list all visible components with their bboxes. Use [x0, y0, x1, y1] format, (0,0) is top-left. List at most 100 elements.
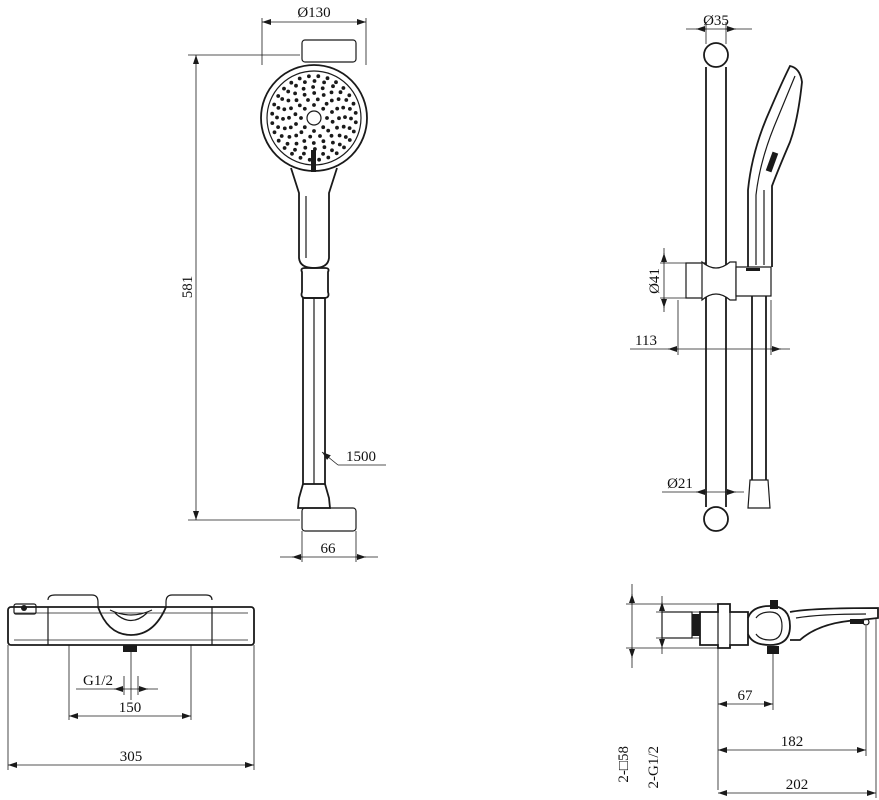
nozzle-dot — [306, 98, 310, 102]
nozzle-dot — [330, 148, 334, 153]
nozzle-dot — [321, 125, 326, 130]
nozzle-dot — [330, 110, 334, 114]
nozzle-dot — [276, 138, 281, 143]
nozzle-dot — [272, 102, 277, 107]
nozzle-dot — [315, 97, 320, 102]
mixer-front-view: G1/2 150 305 — [7, 594, 255, 770]
nozzle-dot — [312, 103, 316, 107]
nozzle-dot — [347, 93, 352, 98]
wall-fitting — [661, 611, 693, 639]
dim-mixer-width: 305 — [120, 749, 143, 765]
nozzle-dot — [343, 135, 348, 139]
nozzle-dot — [325, 116, 329, 120]
nozzle-dot — [312, 79, 317, 83]
nozzle-dot — [329, 133, 334, 138]
nozzle-dot — [337, 142, 342, 147]
rail-top-cap — [703, 42, 729, 68]
rail-bottom-cap — [703, 506, 729, 532]
nozzle-dot — [294, 122, 298, 126]
nozzle-dot — [317, 157, 321, 162]
nozzle-dot — [341, 86, 346, 90]
nozzle-dot — [320, 86, 325, 91]
nozzle-dot — [282, 146, 287, 150]
nozzle-dot — [351, 101, 356, 106]
nozzle-dot — [326, 128, 331, 133]
nozzle-dot — [312, 91, 317, 95]
nozzle-dot — [316, 74, 321, 79]
nozzle-dot — [337, 133, 342, 138]
nozzle-dot — [297, 103, 302, 108]
nozzle-dot — [302, 106, 307, 111]
nozzle-dot — [294, 98, 299, 103]
nozzle-dot — [293, 91, 297, 96]
nozzle-dot — [286, 89, 291, 94]
nozzle-dot — [286, 98, 291, 103]
dim-bracket-width: 66 — [321, 541, 337, 557]
nozzle-dot — [307, 74, 311, 79]
nozzle-dot — [335, 125, 339, 130]
side-slider — [685, 262, 707, 299]
nozzle-dot — [351, 129, 356, 134]
nozzle-dot — [307, 157, 312, 162]
nozzle-dot — [326, 155, 331, 160]
nozzle-dot — [303, 80, 307, 84]
nozzle-dot — [334, 151, 339, 156]
nozzle-dot — [301, 86, 306, 91]
nozzle-dot — [289, 80, 294, 85]
nozzle-dot — [338, 90, 343, 95]
nozzle-dot — [299, 116, 303, 120]
nozzle-dot — [347, 126, 352, 130]
nozzle-dot — [321, 139, 326, 144]
nozzle-dot — [322, 145, 327, 150]
nozzle-dot — [311, 85, 315, 89]
dim-overall-height: 581 — [180, 276, 196, 299]
nozzle-dot — [282, 126, 287, 131]
nozzle-dot — [279, 134, 284, 138]
nozzle-dot — [276, 125, 280, 129]
nozzle-dot — [294, 133, 299, 138]
dim-spout-reach: 182 — [781, 734, 804, 750]
dim-total-depth: 202 — [786, 777, 809, 793]
nozzle-dot — [297, 76, 302, 81]
nozzle-dot — [318, 134, 322, 138]
nozzle-dot — [329, 98, 334, 103]
nozzle-dot — [321, 93, 326, 97]
nozzle-dot — [289, 106, 293, 111]
nozzle-dot — [330, 119, 335, 124]
mixer-side-view: 2-□58 2-G1/2 67 182 202 — [616, 584, 879, 798]
nozzle-dot — [308, 134, 313, 139]
nozzle-dot — [285, 141, 290, 146]
shower-head — [260, 64, 368, 172]
dim-head-diameter: Ø130 — [297, 5, 330, 21]
nozzle-dot — [348, 107, 352, 111]
nozzle-dot — [313, 147, 317, 151]
nozzle-dot — [321, 106, 326, 111]
dim-rail-diameter: Ø35 — [703, 13, 729, 29]
nozzle-dot — [336, 97, 341, 101]
nozzle-dot — [290, 151, 294, 156]
nozzle-dot — [331, 140, 335, 145]
dim-hose-length: 1500 — [346, 449, 376, 465]
nozzle-dot — [281, 117, 285, 121]
mixer-side-body — [699, 603, 749, 649]
nozzle-dot — [335, 106, 340, 111]
nozzle-dot — [293, 147, 297, 152]
nozzle-dot — [270, 121, 275, 125]
side-head-profile — [747, 64, 803, 267]
handle — [290, 167, 338, 269]
nozzle-dot — [324, 101, 329, 106]
nozzle-dot — [329, 90, 334, 95]
nozzle-dot — [275, 115, 279, 120]
nozzle-dot — [321, 152, 325, 156]
nozzle-dot — [276, 94, 281, 98]
nozzle-dot — [342, 145, 346, 150]
nozzle-dot — [302, 151, 306, 156]
dim-slider-diameter: Ø41 — [647, 268, 663, 294]
nozzle-dot — [341, 124, 346, 129]
nozzle-dot — [311, 141, 316, 145]
shower-front-view: Ø130 581 1500 66 — [180, 5, 386, 562]
nozzle-dot — [349, 116, 353, 121]
nozzle-dot — [343, 115, 347, 119]
dim-connection-thread: 2-G1/2 — [646, 746, 662, 789]
